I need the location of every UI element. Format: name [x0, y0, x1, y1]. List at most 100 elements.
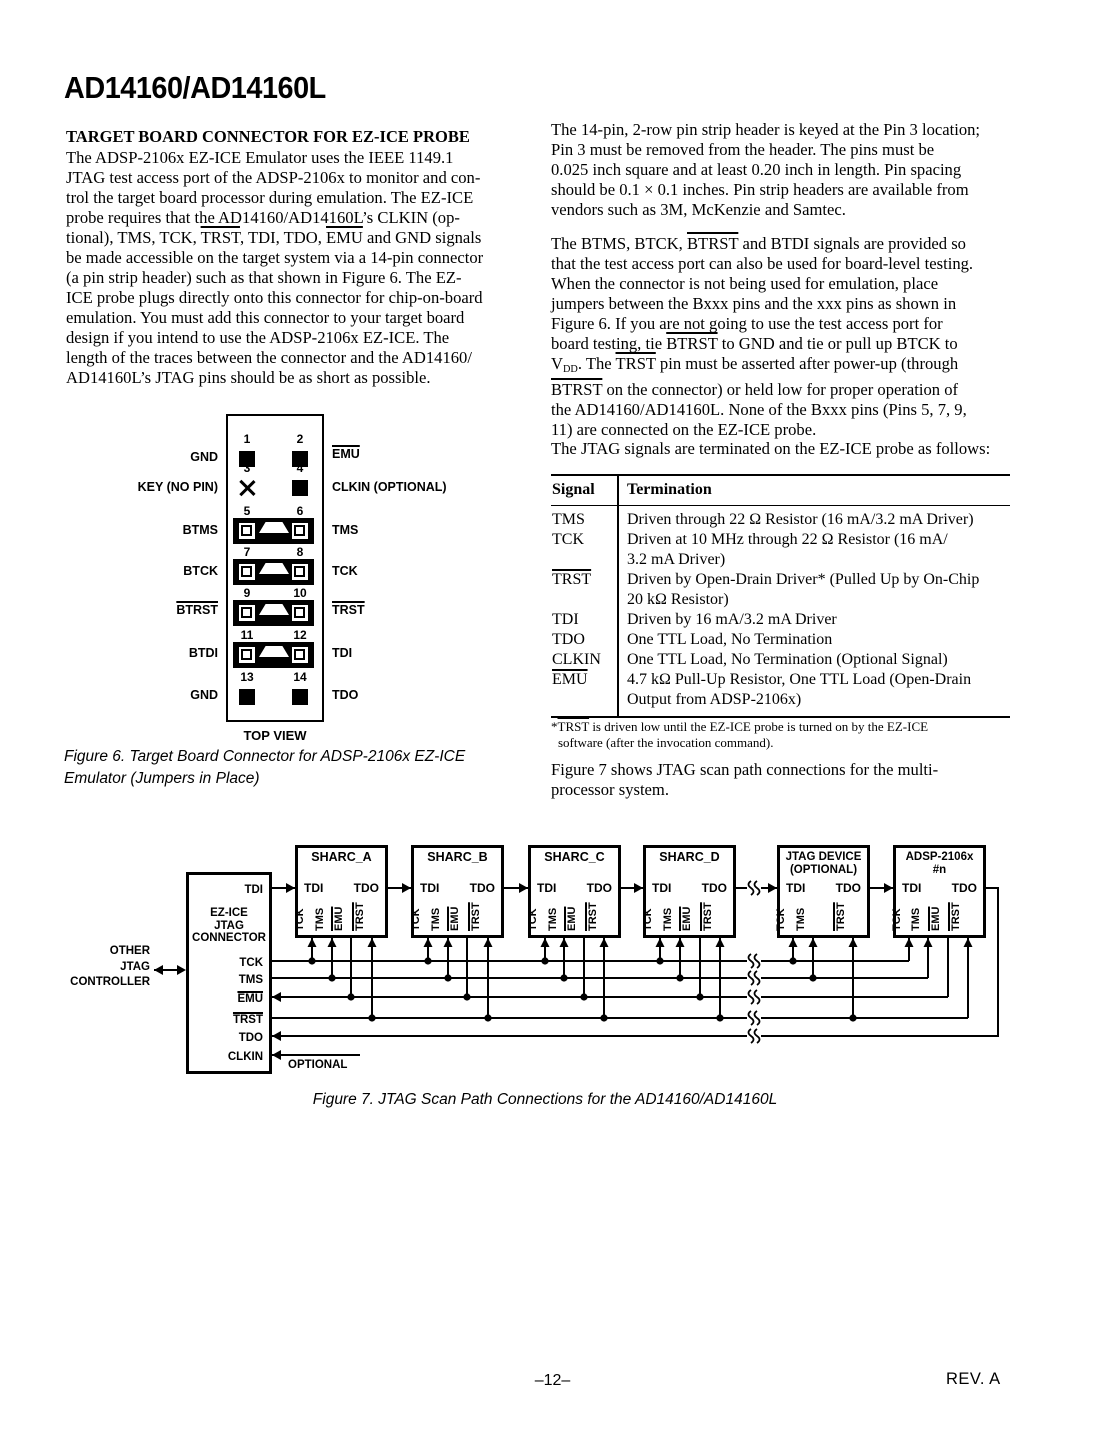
right-paragraph-4: Figure 7 shows JTAG scan path connection…: [551, 760, 939, 799]
pin-number: 2: [296, 432, 304, 446]
pin-label-btrst: BTRST: [176, 603, 218, 617]
pin-label-btms: BTMS: [182, 523, 218, 537]
pin-tck: TCK: [527, 908, 539, 931]
device-sharc-b: SHARC_B TDI TDO TCK TMS EMU TRST: [410, 845, 504, 938]
pin-tms: TMS: [910, 907, 922, 931]
pin-emu: EMU: [449, 906, 461, 931]
figure6-connector-diagram: 1 2 GND EMU 3 4 KEY (NO PIN) CLKIN (OPTI…: [123, 412, 470, 754]
device-adsp-2106x-n: ADSP-2106x #n TDI TDO TCK TMS EMU TRST: [891, 845, 986, 938]
conn-pin-tdi: TDI: [244, 884, 263, 896]
pin-emu: EMU: [333, 906, 345, 931]
conn-pin-emu: EMU: [237, 993, 263, 1005]
ez-ice-connector-name: EZ-ICE JTAG CONNECTOR: [192, 907, 266, 944]
pin-number: 12: [293, 628, 307, 642]
jumper-socket: [292, 523, 308, 539]
jumper-socket: [239, 605, 255, 621]
pin-number: 13: [240, 670, 254, 684]
wires: [154, 887, 999, 1056]
jumper-socket: [292, 647, 308, 663]
pin-square: [292, 451, 308, 467]
jumper-handle: [259, 563, 289, 574]
wire-break-squiggles: [747, 880, 761, 1044]
jumper-block: [233, 518, 314, 544]
table-header-row: Signal Termination: [551, 476, 1010, 506]
pin-number: 8: [296, 545, 304, 559]
top-view-label: TOP VIEW: [243, 728, 307, 743]
pin-square: [239, 689, 255, 705]
jumper-socket: [292, 564, 308, 580]
pin-label-btck: BTCK: [183, 564, 218, 578]
header-signal: Signal: [552, 481, 595, 498]
pin-number: 11: [240, 628, 254, 642]
other-jtag-controller-label: OTHER JTAG CONTROLLER: [70, 945, 150, 988]
figure7-caption: Figure 7. JTAG Scan Path Connections for…: [312, 1091, 778, 1108]
jumper-socket: [239, 523, 255, 539]
pin-label-key: KEY (NO PIN): [137, 480, 218, 494]
figure7-jtag-diagram: OTHER JTAG CONTROLLER TDI EZ-ICE JTAG CO…: [70, 838, 1020, 1088]
left-paragraph: The ADSP-2106x EZ-ICE Emulator uses the …: [66, 148, 484, 387]
pin-trst: TRST: [835, 902, 847, 931]
right-paragraph-2: The BTMS, BTCK, BTRST and BTDI signals a…: [551, 234, 974, 439]
jumper-handle: [259, 646, 289, 657]
device-sharc-a: SHARC_A TDI TDO TCK TMS EMU TRST: [294, 845, 388, 938]
pin-label-btdi: BTDI: [188, 646, 218, 660]
right-paragraph-1: The 14-pin, 2-row pin strip header is ke…: [551, 120, 981, 219]
key-no-pin-x-icon: [238, 479, 256, 497]
page-title: AD14160/AD14160L: [64, 70, 326, 105]
jumper-block: [233, 559, 314, 585]
conn-pin-tms: TMS: [238, 974, 263, 986]
pin-tms: TMS: [795, 907, 807, 931]
pin-emu: EMU: [566, 906, 578, 931]
pin-emu: EMU: [930, 906, 942, 931]
pin-label-gnd: GND: [190, 450, 218, 464]
pin-tms: TMS: [662, 907, 674, 931]
conn-pin-tdo: TDO: [238, 1032, 263, 1044]
pin-label-trst: TRST: [332, 603, 365, 617]
pin-number: 4: [296, 461, 304, 475]
jumper-socket: [239, 647, 255, 663]
pin-label-tdo: TDO: [332, 688, 359, 702]
pin-trst: TRST: [587, 902, 599, 931]
header-termination: Termination: [627, 481, 712, 498]
pin-label-gnd2: GND: [190, 688, 218, 702]
pin-tck: TCK: [294, 908, 306, 931]
conn-pin-clkin: CLKIN: [227, 1051, 263, 1063]
pin-number: 1: [243, 432, 251, 446]
pin-tms: TMS: [430, 907, 442, 931]
right-paragraph-3: The JTAG signals are terminated on the E…: [551, 439, 991, 458]
jumper-block: [233, 600, 314, 626]
table-footnote: *TRST is driven low until the EZ-ICE pro…: [551, 719, 929, 750]
jumper-handle: [259, 604, 289, 615]
jumper-socket: [239, 564, 255, 580]
page-number: –12–: [534, 1372, 571, 1389]
table-row: TRST Driven by Open-Drain Driver* (Pulle…: [552, 571, 980, 608]
table-row: EMU 4.7 kΩ Pull-Up Resistor, One TTL Loa…: [552, 671, 972, 708]
pin-number: 9: [243, 586, 251, 600]
pin-label-emu: EMU: [332, 447, 360, 461]
termination-table: Signal Termination TMS Driven through 22…: [551, 474, 1010, 718]
table-row: TMS Driven through 22 Ω Resistor (16 mA/…: [552, 511, 974, 528]
pin-label-tck: TCK: [332, 564, 358, 578]
table-row: TCK Driven at 10 MHz through 22 Ω Resist…: [552, 531, 948, 568]
pin-trst: TRST: [470, 902, 482, 931]
device-sharc-c: SHARC_C TDI TDO TCK TMS EMU TRST: [527, 845, 621, 938]
pin-number: 7: [243, 545, 251, 559]
pin-tms: TMS: [314, 907, 326, 931]
pin-trst: TRST: [702, 902, 714, 931]
pin-number: 10: [293, 586, 307, 600]
wire-break-masks: [747, 880, 761, 1044]
ez-ice-connector-box: TDI EZ-ICE JTAG CONNECTOR TCK TMS EMU TR…: [186, 872, 272, 1074]
device-jtag-optional: JTAG DEVICE (OPTIONAL) TDI TDO TCK TMS T…: [775, 845, 870, 938]
revision-label: REV. A: [946, 1370, 1001, 1388]
pin-tck: TCK: [642, 908, 654, 931]
pin-label-tms: TMS: [332, 523, 359, 537]
table-row: CLKIN One TTL Load, No Termination (Opti…: [552, 651, 948, 668]
junction-dots: [308, 957, 857, 1022]
pin-label-tdi: TDI: [332, 646, 353, 660]
fig7-wiring-svg: [154, 880, 999, 1060]
pin-number: 3: [243, 461, 251, 475]
table-row: TDI Driven by 16 mA/3.2 mA Driver: [552, 611, 837, 628]
figure6-caption: Figure 6. Target Board Connector for ADS…: [64, 748, 466, 787]
jumper-socket: [292, 605, 308, 621]
